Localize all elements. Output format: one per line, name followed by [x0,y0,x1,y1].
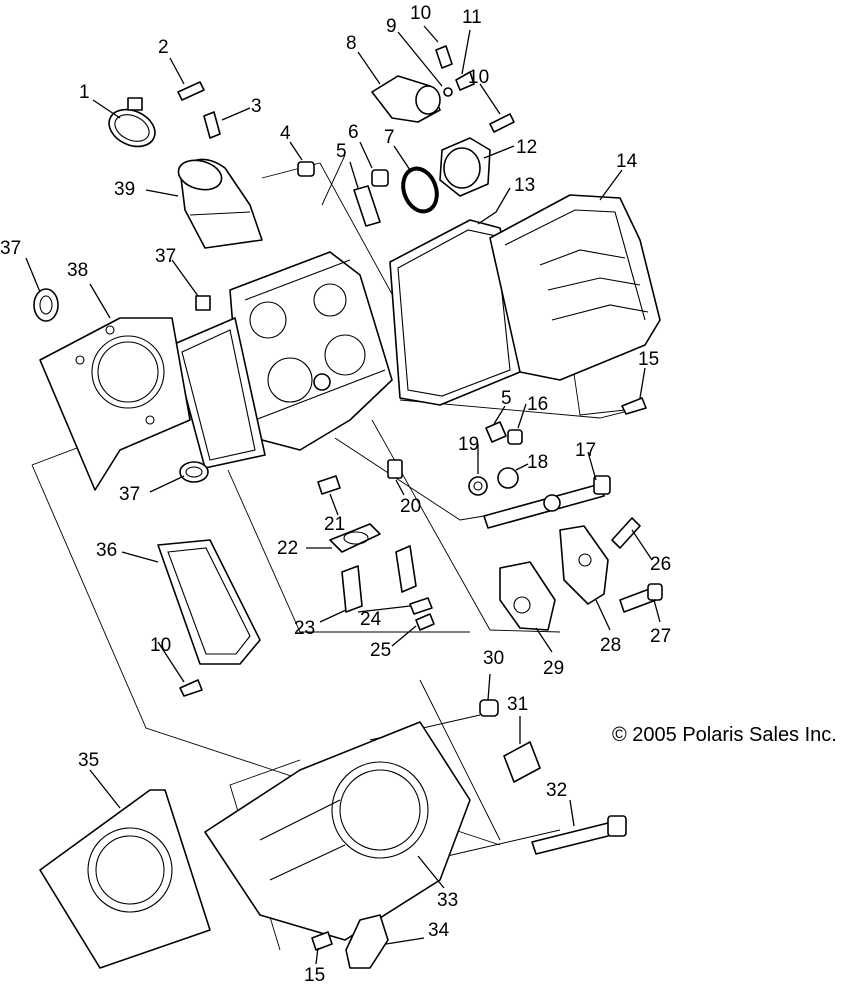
callout-38: 38 [67,260,88,281]
part-bolt-17 [483,475,611,529]
callout-9: 9 [386,16,397,37]
part-cylinder-33 [204,721,471,941]
callout-10b: 10 [468,67,489,88]
part-thermostat-housing-8 [371,75,441,123]
part-head-gasket-38 [39,317,191,491]
callout-34: 34 [428,920,450,941]
leader-lines [25,25,661,965]
callout-5: 5 [336,141,347,162]
callout-30: 30 [483,648,504,669]
callout-15b: 15 [304,965,325,984]
part-intake-boot-39 [177,158,263,249]
callout-11: 11 [462,7,482,28]
callout-26: 26 [650,554,671,575]
callout-labels: 1 2 3 4 5 5 6 7 8 9 10 10 10 11 12 13 14… [0,3,671,986]
callout-4: 4 [280,123,291,144]
callout-20: 20 [400,496,421,517]
callout-2: 2 [158,37,169,58]
part-bolt-3 [203,111,221,139]
part-seal-37-left [33,288,59,322]
part-bolt-21 [317,475,341,495]
callout-37a: 37 [0,238,21,259]
part-clamp-1 [108,97,156,148]
part-plug-25 [415,613,435,631]
part-fitting-11 [455,71,475,91]
part-bolt-26 [611,517,641,549]
part-elbow-12 [439,137,491,197]
callout-3: 3 [251,96,262,117]
part-bolt-10b [489,113,515,133]
part-pin-5b [485,421,507,443]
callout-27: 27 [650,626,671,647]
callout-12: 12 [516,137,537,158]
callout-39: 39 [114,179,135,200]
part-elbow-34 [345,914,389,969]
part-head-gasket-side [171,317,266,469]
part-dowel-30 [479,699,499,717]
callout-15a: 15 [638,349,659,370]
part-washer-9 [443,87,453,97]
part-bolt-2 [177,81,205,101]
callout-8: 8 [346,33,357,54]
callout-23: 23 [294,618,315,639]
part-washer-19 [468,476,488,496]
callout-6: 6 [348,122,359,143]
part-base-gasket-35 [39,789,211,969]
part-valve-cover-14 [489,194,661,381]
part-washer-18 [497,467,519,489]
part-seal-37-lower [179,461,209,483]
part-cover-36 [157,539,261,665]
callout-35: 35 [78,750,99,771]
callout-10c: 10 [150,635,171,656]
callout-24: 24 [360,609,382,630]
part-dowel-4 [297,161,315,177]
callout-16: 16 [527,394,548,415]
callout-31: 31 [507,694,528,715]
callout-19: 19 [458,434,479,455]
part-fitting-31 [503,741,541,783]
callout-37b: 37 [155,246,176,267]
part-plug-24 [409,597,433,615]
part-bolt-10 [435,45,453,69]
part-bolt-15-lower [311,931,333,951]
callout-14: 14 [616,151,638,172]
callout-7: 7 [384,127,395,148]
part-springs-23 [341,545,417,613]
part-dowel-20 [387,459,403,479]
part-gasket-22 [329,523,381,553]
callout-13: 13 [514,175,535,196]
callout-5b: 5 [501,388,512,409]
callout-22: 22 [277,538,298,559]
callout-21: 21 [324,514,345,535]
callout-28: 28 [600,635,621,656]
callout-29: 29 [543,658,564,679]
part-dowel-37-top [195,295,211,311]
callout-33: 33 [437,890,458,911]
part-bolt-15-upper [621,397,647,415]
part-oring-7 [401,166,439,214]
part-bolt-32 [531,815,627,855]
callout-17: 17 [575,440,596,461]
callout-32: 32 [546,780,567,801]
part-nut-6 [371,169,389,187]
callout-10a: 10 [410,3,431,24]
part-nut-16 [507,429,523,445]
copyright-notice: © 2005 Polaris Sales Inc. [612,724,837,746]
part-pin-5 [353,185,381,227]
callout-18: 18 [527,452,548,473]
part-bracket-29 [499,561,556,631]
part-bolt-27 [619,583,663,613]
part-bracket-28 [559,525,609,605]
part-bolt-10c [179,679,203,697]
callout-36: 36 [96,540,117,561]
callout-25: 25 [370,640,391,661]
callout-37c: 37 [119,484,140,505]
callout-1: 1 [79,82,90,103]
